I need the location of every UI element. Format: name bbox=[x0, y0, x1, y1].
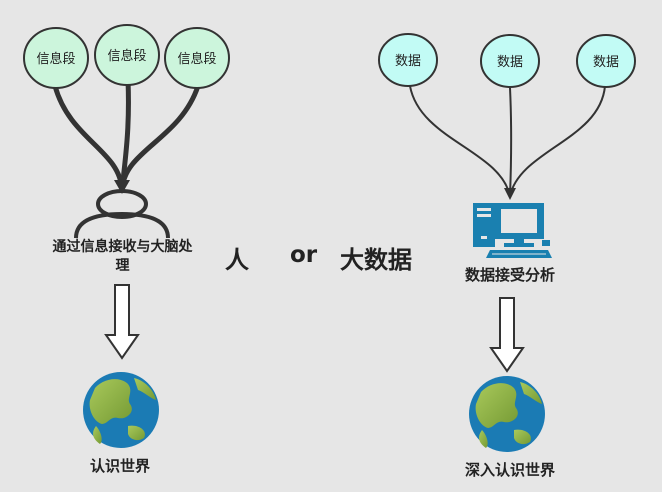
info-node-2: 信息段 bbox=[94, 24, 160, 86]
data-result-label: 深入认识世界 bbox=[464, 461, 555, 479]
down-arrow-icon bbox=[104, 284, 140, 360]
info-node-1: 信息段 bbox=[23, 27, 89, 89]
human-connector-3 bbox=[119, 85, 201, 191]
vs-left-label: 人 bbox=[225, 246, 249, 274]
human-process-label: 通过信息接收与大脑处理 bbox=[52, 239, 193, 274]
vs-middle-label: or bbox=[290, 242, 318, 268]
data-node-1: 数据 bbox=[378, 33, 438, 87]
info-node-3: 信息段 bbox=[164, 27, 230, 89]
data-node-2-label: 数据 bbox=[497, 55, 523, 70]
info-node-3-label: 信息段 bbox=[177, 51, 216, 67]
person-icon bbox=[74, 189, 170, 239]
computer-icon bbox=[473, 203, 552, 258]
human-result-label: 认识世界 bbox=[89, 457, 150, 475]
globe-icon bbox=[83, 372, 159, 448]
vs-right-label: 大数据 bbox=[340, 246, 412, 274]
data-connectors bbox=[409, 85, 606, 200]
data-node-3-label: 数据 bbox=[593, 55, 619, 70]
human-connector-arrowhead bbox=[114, 180, 130, 194]
data-node-1-label: 数据 bbox=[395, 54, 421, 69]
data-node-3: 数据 bbox=[576, 34, 636, 88]
data-connector-arrowhead bbox=[504, 188, 516, 200]
human-connectors bbox=[52, 79, 201, 194]
data-connector-2 bbox=[509, 87, 513, 197]
info-node-1-label: 信息段 bbox=[36, 51, 75, 67]
globe-icon bbox=[469, 376, 545, 452]
human-connector-1 bbox=[52, 85, 125, 191]
data-node-2: 数据 bbox=[480, 34, 540, 88]
data-connector-3 bbox=[509, 85, 606, 197]
info-node-2-label: 信息段 bbox=[107, 48, 146, 64]
data-process-label: 数据接受分析 bbox=[464, 266, 555, 284]
down-arrow-icon bbox=[489, 297, 525, 373]
data-connector-1 bbox=[409, 85, 511, 197]
